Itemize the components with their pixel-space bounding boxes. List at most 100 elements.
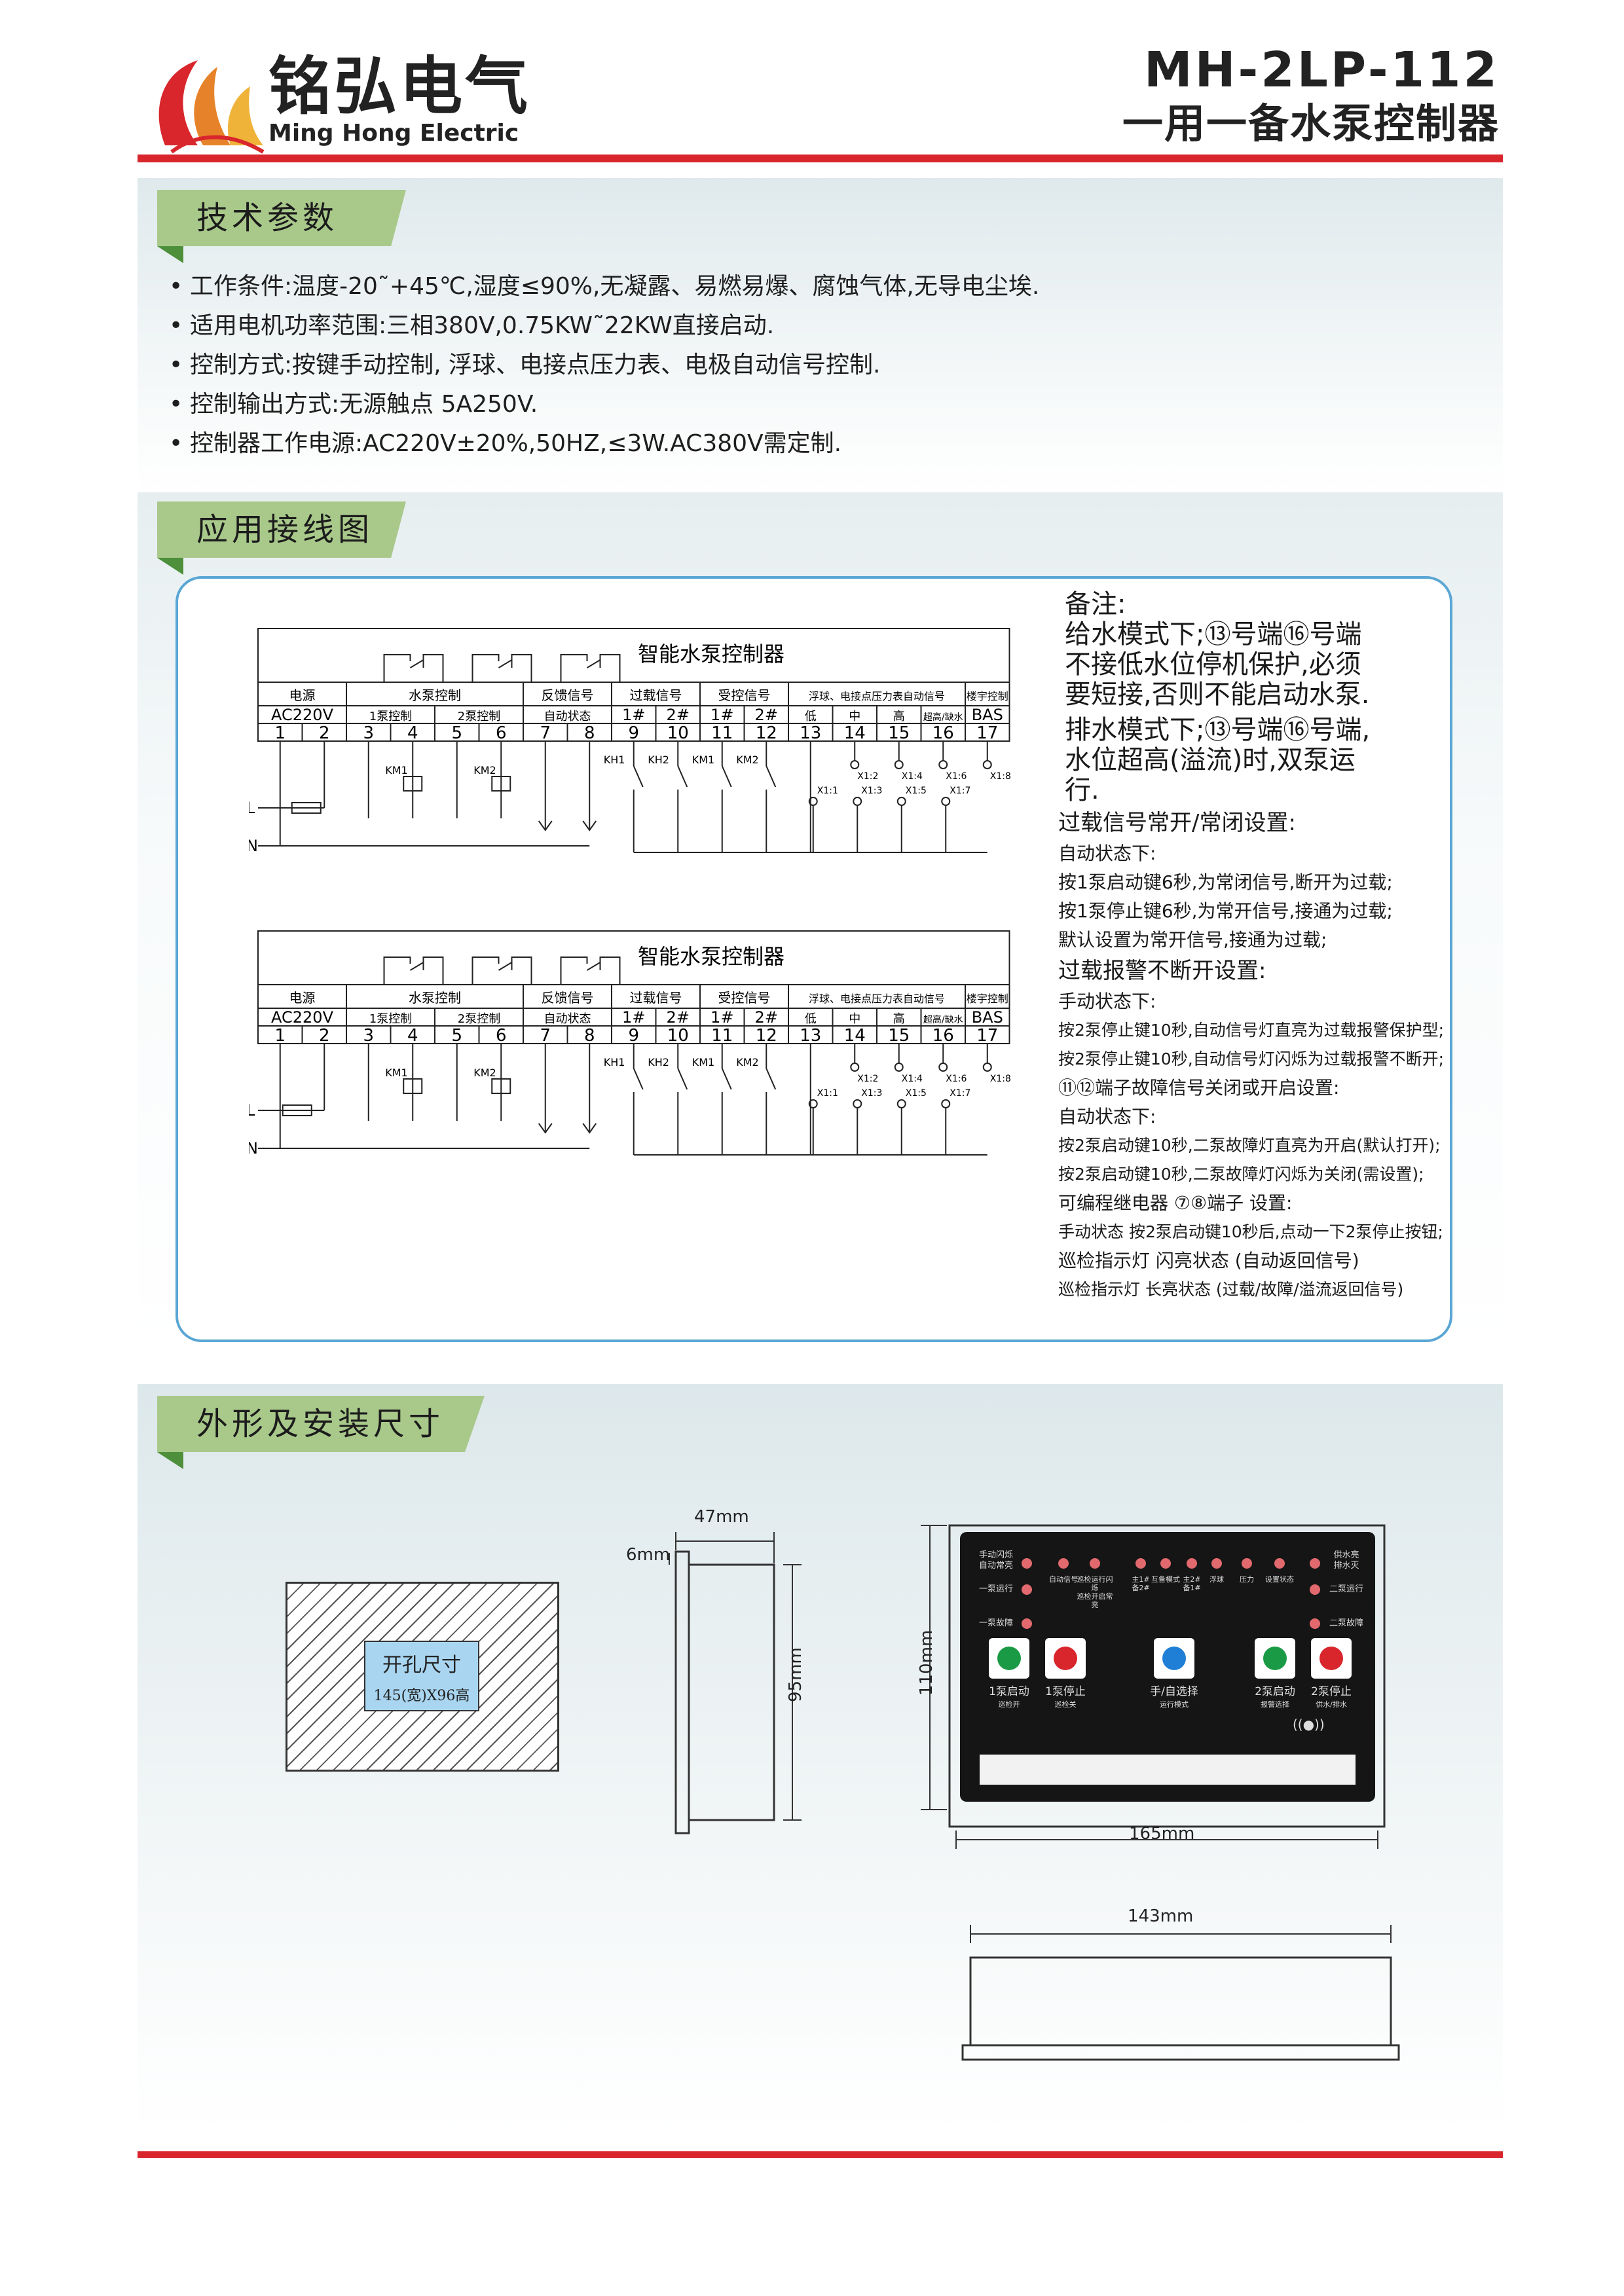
terminal-icon [982, 760, 992, 769]
contact-icon [633, 1068, 644, 1090]
dim-front-width: 165mm [1129, 1824, 1195, 1844]
relay-contact-icon [383, 654, 444, 682]
note-setting-line: 自动状态下: [1058, 843, 1156, 864]
contact-label: KM1 [692, 754, 714, 766]
led-label: 浮球 [1209, 1575, 1224, 1584]
coil-icon [403, 1078, 423, 1094]
sub-label: 1# [710, 1008, 733, 1027]
coil-label: KM2 [473, 764, 496, 776]
contact-icon [677, 765, 688, 788]
terminal-number: 3 [363, 723, 374, 743]
bottom-view-drawing [961, 1925, 1400, 2061]
notes-block: 备注: 给水模式下;⑬号端⑯号端 不接低水位停机保护,必须 要短接,否则不能启动… [1065, 589, 1445, 805]
note-setting-line: 按2泵启动键10秒,二泵故障灯闪烁为关闭(需设置); [1058, 1165, 1424, 1184]
sub-label: 1# [710, 706, 733, 724]
sub-label: 高 [893, 1012, 905, 1026]
dim-front-height: 110mm [917, 1630, 936, 1696]
terminal-number: 8 [584, 723, 595, 743]
note-line: 行. [1065, 775, 1099, 805]
terminal-number: 8 [584, 1026, 595, 1046]
terminal-number: 12 [756, 723, 777, 743]
note-setting-line: 巡检指示灯 闪亮状态 (自动返回信号) [1058, 1250, 1359, 1271]
terminal-number: 15 [888, 723, 910, 743]
footer-divider [138, 2151, 1503, 2158]
note-setting-line: 过载报警不断开设置: [1058, 958, 1266, 984]
terminal-number: 2 [319, 1026, 330, 1046]
terminal-number: 1 [274, 1026, 286, 1046]
note-setting-line: 自动状态下: [1058, 1106, 1156, 1127]
terminal-number: 4 [407, 723, 418, 743]
note-line: 水位超高(溢流)时,双泵运 [1065, 745, 1356, 775]
header-divider [138, 155, 1503, 162]
contact-icon [677, 1068, 688, 1090]
sub-label: 中 [849, 1012, 860, 1026]
start-button[interactable] [989, 1638, 1029, 1679]
contact-label: KM2 [736, 754, 758, 766]
note-setting-line: 过载信号常开/常闭设置: [1058, 810, 1296, 836]
terminal-icon [938, 760, 948, 769]
terminal-number: 7 [540, 723, 551, 743]
mode-button[interactable] [1154, 1638, 1194, 1679]
note-setting-line: 手动状态 按2泵启动键10秒后,点动一下2泵停止按钮; [1058, 1222, 1443, 1241]
note-setting-line: ⑪⑫端子故障信号关闭或开启设置: [1058, 1077, 1340, 1099]
relay-contact-icon [471, 654, 532, 682]
sub-label: 中 [849, 710, 860, 723]
note-setting-line: 按1泵停止键6秒,为常开信号,接通为过载; [1058, 900, 1393, 922]
sub-label: BAS [972, 1008, 1003, 1027]
led-indicator [1160, 1558, 1171, 1569]
x-label: X1:4 [902, 1074, 923, 1084]
sub-label: 2# [755, 706, 778, 724]
group-label: 水泵控制 [409, 687, 461, 703]
controller-face: 手动闪烁 自动常亮 一泵运行 一泵故障 自动信号巡检运行闪烁 巡检开启常亮主1#… [960, 1532, 1375, 1802]
tab-fold [157, 1452, 183, 1469]
contact-icon [721, 1068, 732, 1090]
product-title: 一用一备水泵控制器 [1122, 100, 1500, 147]
dim-side-height: 95mm [786, 1647, 805, 1702]
tab-fold [157, 246, 183, 263]
sub-label: 自动状态 [544, 1012, 591, 1026]
sub-label: 2# [755, 1008, 778, 1027]
cutout-label: 开孔尺寸 145(宽)X96高 [364, 1641, 479, 1711]
group-label: 水泵控制 [409, 990, 461, 1006]
led-label: 自动信号 [1049, 1575, 1078, 1584]
group-label: 受控信号 [718, 687, 771, 703]
button-label: 1泵启动 [989, 1685, 1029, 1698]
terminal-number: 17 [976, 1026, 998, 1046]
x-label: X1:2 [857, 1074, 878, 1084]
x-label: X1:3 [861, 786, 882, 796]
group-label: 浮球、电接点压力表自动信号 [809, 993, 945, 1005]
cutout-title: 开孔尺寸 [382, 1654, 461, 1677]
terminal-number: 17 [976, 723, 998, 743]
terminal-number: 11 [711, 1026, 733, 1046]
note-setting-line: 按1泵启动键6秒,为常闭信号,断开为过载; [1058, 871, 1393, 893]
x-label: X1:1 [817, 1088, 838, 1099]
note-line: 不接低水位停机保护,必须 [1065, 649, 1361, 680]
sub-label: AC220V [271, 706, 334, 724]
contact-label: KH2 [648, 754, 669, 766]
param-item: 适用电机功率范围:三相380V,0.75KW˜22KW直接启动. [169, 306, 1413, 346]
stop-button[interactable] [1311, 1638, 1352, 1679]
brand-name-en: Ming Hong Electric [268, 120, 519, 147]
arrow-icon [538, 820, 553, 831]
terminal-icon [894, 1063, 904, 1072]
led-indicator [1242, 1558, 1252, 1569]
sub-label: 低 [805, 1012, 817, 1026]
stop-button[interactable] [1045, 1638, 1086, 1679]
x-label: X1:7 [950, 786, 970, 796]
x-label: X1:1 [817, 786, 838, 796]
face-label: 供水亮 排水灭 [1333, 1550, 1359, 1571]
led-indicator [1090, 1558, 1100, 1569]
line-l-label: L [249, 1101, 255, 1120]
terminal-icon [896, 797, 906, 806]
button-sublabel: 运行模式 [1160, 1700, 1189, 1709]
sub-label: 1泵控制 [369, 1012, 412, 1026]
note-setting-line: 手动状态下: [1058, 991, 1156, 1012]
wiring-diagram-1: 智能水泵控制器电源水泵控制反馈信号过载信号受控信号浮球、电接点压力表自动信号楼宇… [249, 628, 1011, 855]
sub-label: 1# [622, 706, 645, 724]
start-button[interactable] [1255, 1638, 1295, 1679]
cutout-size: 145(宽)X96高 [373, 1688, 470, 1704]
param-item: 控制方式:按键手动控制, 浮球、电接点压力表、电极自动信号控制. [169, 346, 1413, 385]
button-sublabel: 报警选择 [1261, 1700, 1289, 1709]
led-label: 巡检运行闪烁 巡检开启常亮 [1077, 1575, 1113, 1609]
terminal-number: 9 [628, 723, 639, 743]
